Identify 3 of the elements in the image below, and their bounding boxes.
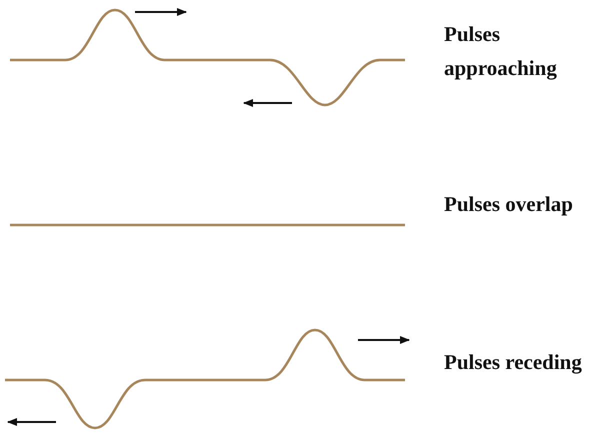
stage-caption: Pulses approaching [444, 21, 558, 82]
stage-caption: Pulses overlap [444, 191, 574, 218]
stage-caption: Pulses receding [444, 349, 583, 376]
